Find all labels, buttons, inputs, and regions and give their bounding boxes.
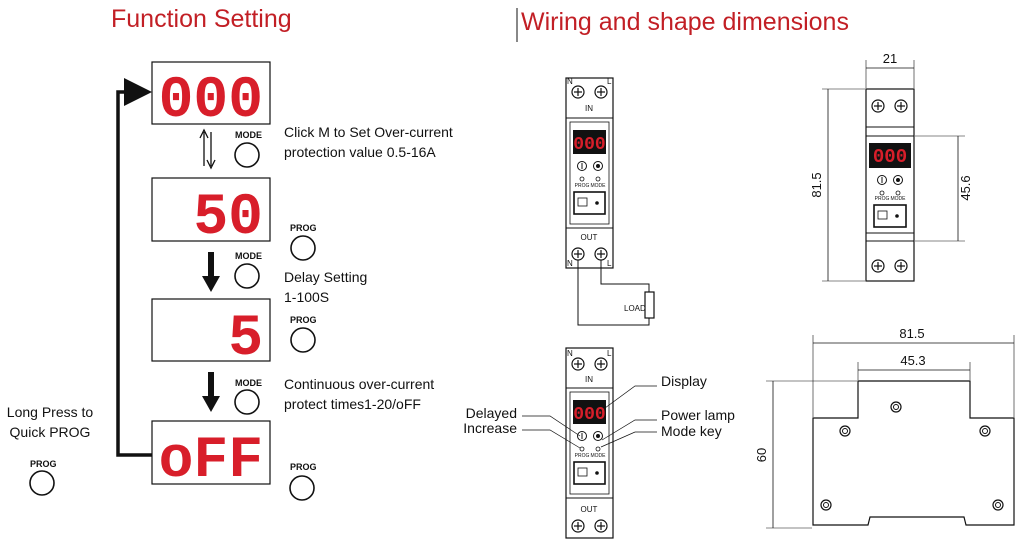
- device1-terminal-l-bottom: L: [607, 259, 612, 268]
- device2-prog-small: PROG: [575, 453, 590, 459]
- device1-terminal-n-bottom: N: [567, 259, 573, 268]
- device1-terminal-l-top: L: [607, 77, 612, 86]
- step1-text-line2: protection value 0.5-16A: [284, 144, 436, 160]
- prog-label-quick: PROG: [30, 459, 57, 469]
- device2-in-label: IN: [585, 375, 593, 384]
- device1-mode-small: MODE: [591, 183, 607, 189]
- wiring-title: Wiring and shape dimensions: [521, 8, 849, 36]
- step2-text-line1: Delay Setting: [284, 269, 367, 285]
- display-value-2: 50: [193, 186, 263, 251]
- display-box-1: [151, 61, 271, 125]
- display-value-3: 5: [228, 307, 263, 372]
- mode-label-1: MODE: [235, 130, 262, 140]
- long-press-line2: Quick PROG: [10, 424, 91, 440]
- prog-label-3: PROG: [290, 462, 317, 472]
- display-value-1: 000: [159, 69, 263, 134]
- display-box-3: [151, 298, 271, 362]
- loop-arrow: [116, 78, 152, 457]
- device2-terminal-n-top: N: [567, 349, 573, 358]
- device1-display: 000: [573, 135, 605, 155]
- prog-button-3[interactable]: [289, 475, 315, 501]
- callout-power-lamp: Power lamp: [661, 407, 735, 423]
- prog-label-1: PROG: [290, 223, 317, 233]
- step1-text-line1: Click M to Set Over-current: [284, 124, 453, 140]
- load-wiring: [577, 260, 655, 326]
- step2-text-line2: 1-100S: [284, 289, 329, 305]
- load-resistor: [644, 291, 655, 319]
- down-arrow-icon-1: [202, 252, 220, 292]
- display-box-2: [151, 177, 271, 242]
- front-height-dimension: 81.5: [809, 172, 824, 197]
- callout-delayed-line1: Delayed: [466, 405, 517, 421]
- device2-mode-small: MODE: [591, 453, 607, 459]
- front-display: 000: [873, 146, 907, 168]
- device1-out-label: OUT: [581, 233, 598, 242]
- side-inner-width-dimension: 45.3: [900, 353, 925, 368]
- device2-display: 000: [573, 405, 605, 425]
- device1-in-label: IN: [585, 104, 593, 113]
- front-prog-small: PROG: [875, 196, 890, 202]
- step3-text-line2: protect times1-20/oFF: [284, 396, 421, 412]
- display-box-4: [151, 420, 271, 485]
- callout-device: [522, 347, 657, 539]
- window-height-dimension: 45.6: [958, 175, 973, 200]
- display-value-4: oFF: [159, 429, 263, 494]
- side-height-dimension: 60: [754, 448, 769, 462]
- side-view: [766, 335, 1015, 529]
- prog-button-2[interactable]: [290, 327, 316, 353]
- mode-label-2: MODE: [235, 251, 262, 261]
- device1-prog-small: PROG: [575, 183, 590, 189]
- step3-text-line1: Continuous over-current: [284, 376, 434, 392]
- prog-button-1[interactable]: [290, 235, 316, 261]
- long-press-line1: Long Press to: [7, 404, 94, 420]
- mode-button-3[interactable]: [234, 389, 260, 415]
- mode-button-2[interactable]: [234, 263, 260, 289]
- device2-out-label: OUT: [581, 505, 598, 514]
- function-setting-title: Function Setting: [111, 5, 292, 33]
- quick-prog-button[interactable]: [29, 470, 55, 496]
- front-width-dimension: 21: [883, 51, 897, 66]
- device2-terminal-l-top: L: [607, 349, 612, 358]
- mode-label-3: MODE: [235, 378, 262, 388]
- load-label: LOAD: [624, 304, 646, 313]
- toggle-arrows-icon: [199, 128, 216, 170]
- callout-delayed-line2: Increase: [463, 420, 517, 436]
- down-arrow-icon-2: [202, 372, 220, 412]
- callout-display: Display: [661, 373, 707, 389]
- mode-button-1[interactable]: [234, 142, 260, 168]
- front-view: [822, 60, 965, 282]
- prog-label-2: PROG: [290, 315, 317, 325]
- device1-terminal-n-top: N: [567, 77, 573, 86]
- callout-mode-key: Mode key: [661, 423, 722, 439]
- front-mode-small: MODE: [891, 196, 907, 202]
- wiring-device: [565, 77, 614, 269]
- side-width-dimension: 81.5: [899, 326, 924, 341]
